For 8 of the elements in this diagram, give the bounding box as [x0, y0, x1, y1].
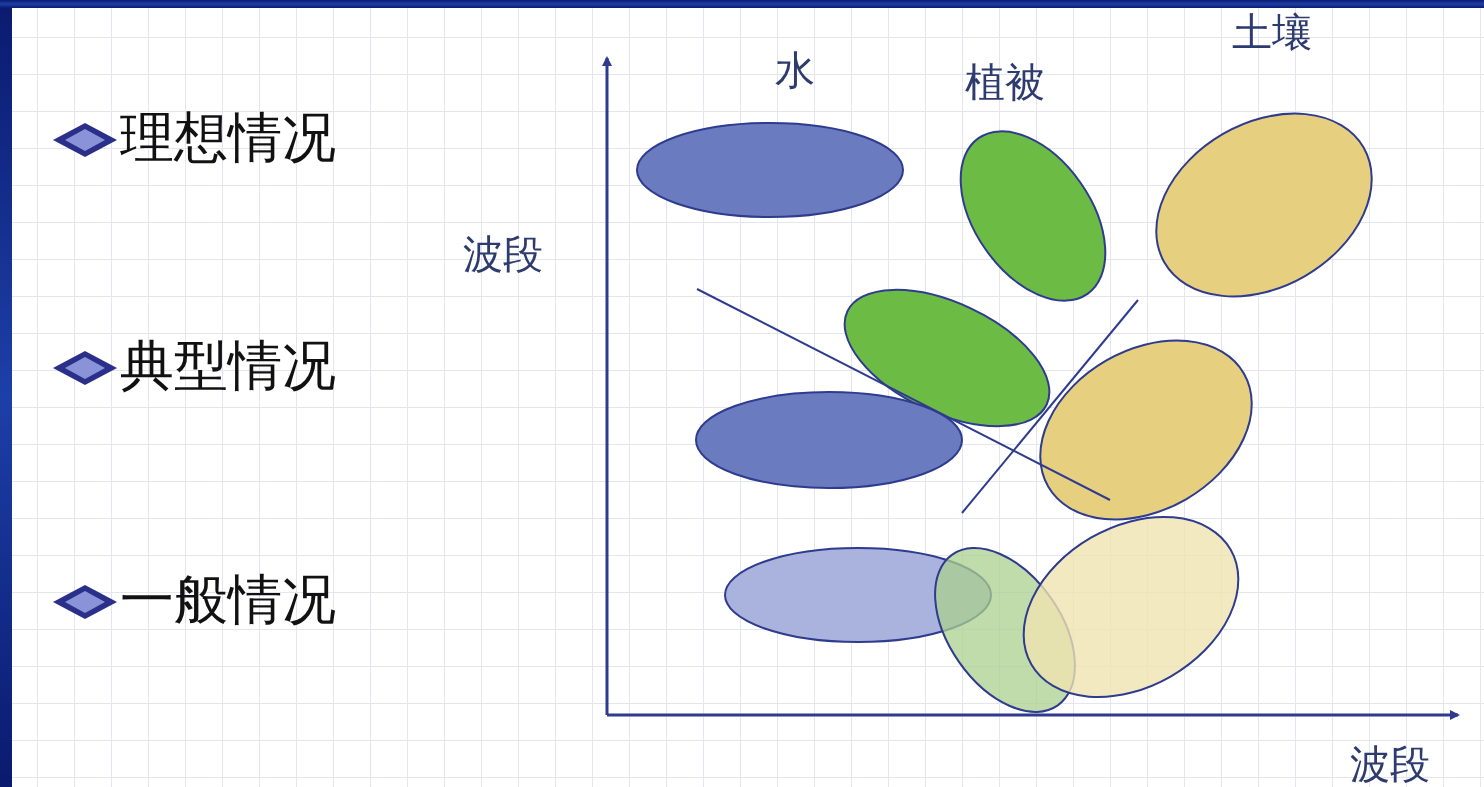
category-label: 植被	[965, 60, 1045, 104]
bullet-text: 一般情况	[120, 570, 336, 630]
axis-label: 波段	[463, 232, 543, 276]
axis-label: 波段	[1350, 742, 1430, 786]
category-label: 水	[775, 48, 815, 92]
bullet-text: 典型情况	[120, 336, 336, 396]
category-label: 土壤	[1232, 10, 1312, 54]
bullet-text: 理想情况	[120, 108, 336, 168]
